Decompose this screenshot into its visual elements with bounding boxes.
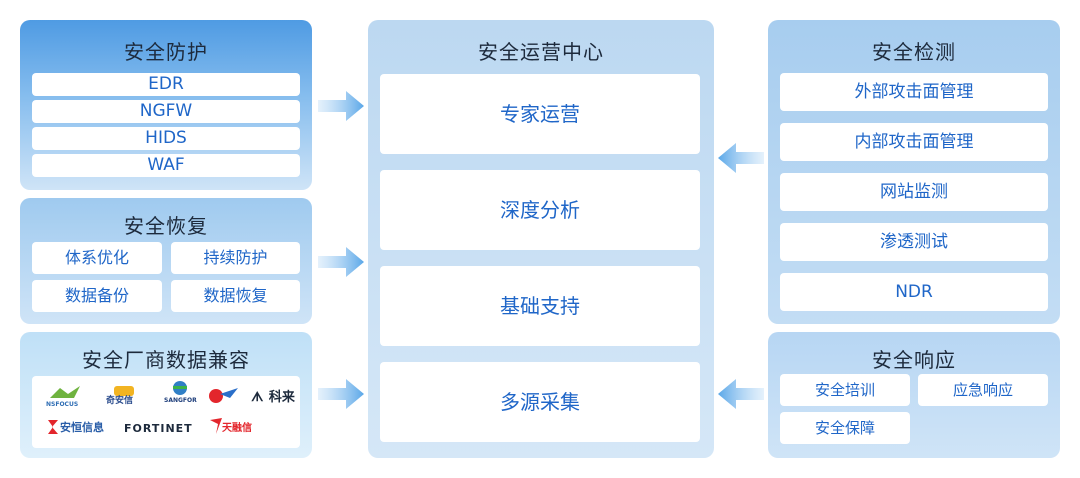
recovery-panel: 安全恢复 体系优化 持续防护 数据备份 数据恢复 — [20, 198, 312, 324]
protection-item-ngfw: NGFW — [32, 100, 300, 123]
nsfocus-logo: NSFOCUS — [46, 384, 86, 408]
sangfor-mark-icon — [173, 381, 187, 395]
fortinet-logo: FORTINET — [124, 422, 193, 435]
topsec-logo-text: 天融信 — [222, 423, 252, 434]
protection-item-waf: WAF — [32, 154, 300, 177]
qianxin-logo-text: 奇安信 — [106, 396, 134, 406]
recovery-title: 安全恢复 — [124, 214, 208, 238]
topsec-logo: 天融信 — [208, 416, 278, 442]
recovery-item-optimize: 体系优化 — [32, 242, 162, 274]
ops-item-collect: 多源采集 — [380, 362, 700, 442]
response-item-emergency: 应急响应 — [918, 374, 1048, 406]
qianxin-logo: 奇安信 — [102, 382, 146, 408]
redbird-logo-icon — [204, 384, 240, 406]
response-panel: 安全响应 安全培训 应急响应 安全保障 — [768, 332, 1060, 458]
colasoft-logo-text: 科来 — [268, 390, 295, 405]
response-item-training: 安全培训 — [780, 374, 910, 406]
recovery-item-backup: 数据备份 — [32, 280, 162, 312]
colasoft-mark-icon: ᗑ — [251, 390, 264, 405]
vendors-panel: 安全厂商数据兼容 NSFOCUS 奇安信 SANGFOR — [20, 332, 312, 458]
detection-item-website: 网站监测 — [780, 173, 1048, 211]
arrow-left-icon — [718, 379, 764, 409]
protection-item-edr: EDR — [32, 73, 300, 96]
ops-item-support: 基础支持 — [380, 266, 700, 346]
sangfor-logo-text: SANGFOR — [164, 397, 197, 404]
vendors-logo-area: NSFOCUS 奇安信 SANGFOR ᗑ 科来 — [32, 376, 300, 448]
response-title: 安全响应 — [872, 348, 956, 372]
detection-item-internal: 内部攻击面管理 — [780, 123, 1048, 161]
ops-center-panel: 安全运营中心 专家运营 深度分析 基础支持 多源采集 — [368, 20, 714, 458]
dbappsecurity-mark-icon — [48, 420, 58, 434]
arrow-left-icon — [718, 143, 764, 173]
detection-item-external: 外部攻击面管理 — [780, 73, 1048, 111]
detection-panel: 安全检测 外部攻击面管理 内部攻击面管理 网站监测 渗透测试 NDR — [768, 20, 1060, 324]
arrow-right-icon — [318, 91, 364, 121]
protection-title: 安全防护 — [124, 40, 208, 64]
recovery-item-continuous: 持续防护 — [171, 242, 300, 274]
ops-item-analysis: 深度分析 — [380, 170, 700, 250]
detection-title: 安全检测 — [872, 40, 956, 64]
arrow-right-icon — [318, 379, 364, 409]
topsec-mark-icon — [210, 418, 222, 434]
detection-item-pentest: 渗透测试 — [780, 223, 1048, 261]
colasoft-logo: ᗑ 科来 — [248, 386, 298, 406]
nsfocus-logo-text: NSFOCUS — [46, 401, 79, 408]
response-item-assurance: 安全保障 — [780, 412, 910, 444]
ops-center-title: 安全运营中心 — [478, 40, 604, 64]
detection-item-ndr: NDR — [780, 273, 1048, 311]
qianxin-mark-icon — [114, 386, 134, 396]
dbappsecurity-logo-text: 安恒信息 — [60, 421, 104, 434]
protection-panel: 安全防护 EDR NGFW HIDS WAF — [20, 20, 312, 190]
recovery-item-restore: 数据恢复 — [171, 280, 300, 312]
sangfor-logo: SANGFOR — [160, 380, 200, 408]
ops-item-expert: 专家运营 — [380, 74, 700, 154]
vendors-title: 安全厂商数据兼容 — [82, 348, 250, 372]
dbappsecurity-logo: 安恒信息 — [46, 418, 106, 440]
arrow-right-icon — [318, 247, 364, 277]
nsfocus-mark-icon — [50, 386, 80, 398]
protection-item-hids: HIDS — [32, 127, 300, 150]
